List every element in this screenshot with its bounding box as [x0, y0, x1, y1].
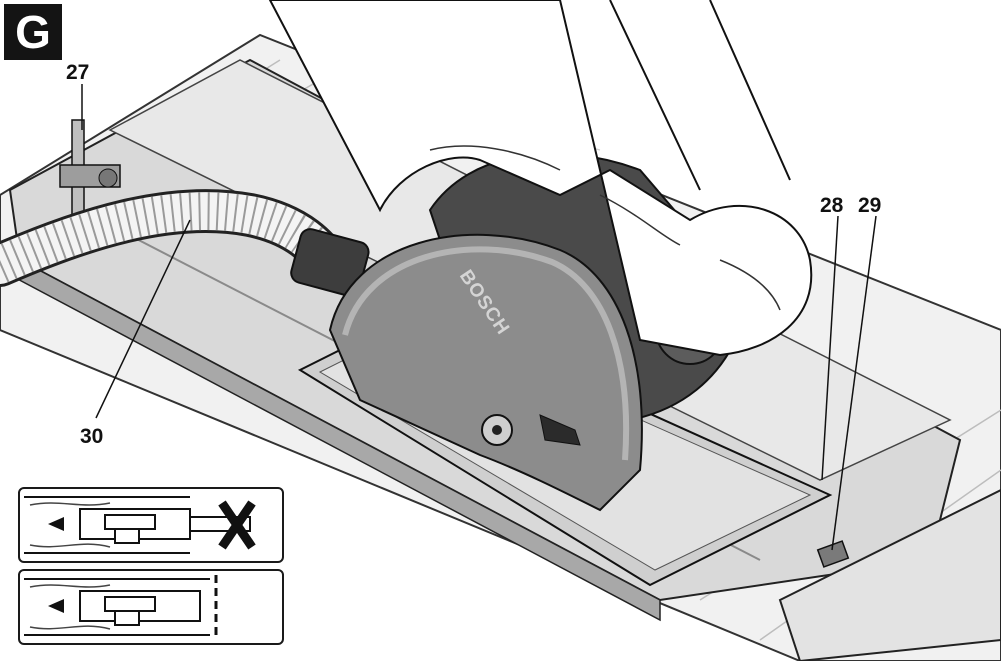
callout-29: 29 — [858, 194, 882, 217]
vacuum-hose — [0, 189, 370, 297]
correct-joint-pictogram — [18, 569, 284, 645]
callout-27: 27 — [66, 61, 90, 84]
figure-label: G — [4, 4, 62, 60]
callout-28: 28 — [820, 194, 844, 217]
end-stop-clamp — [59, 119, 121, 231]
incorrect-joint-pictogram — [18, 487, 284, 563]
rail-extension — [778, 488, 1001, 661]
hands — [268, 0, 813, 357]
callout-30: 30 — [80, 425, 104, 448]
blade-guard — [328, 233, 643, 512]
rail-connector — [816, 540, 850, 568]
leader-lines — [81, 84, 877, 551]
